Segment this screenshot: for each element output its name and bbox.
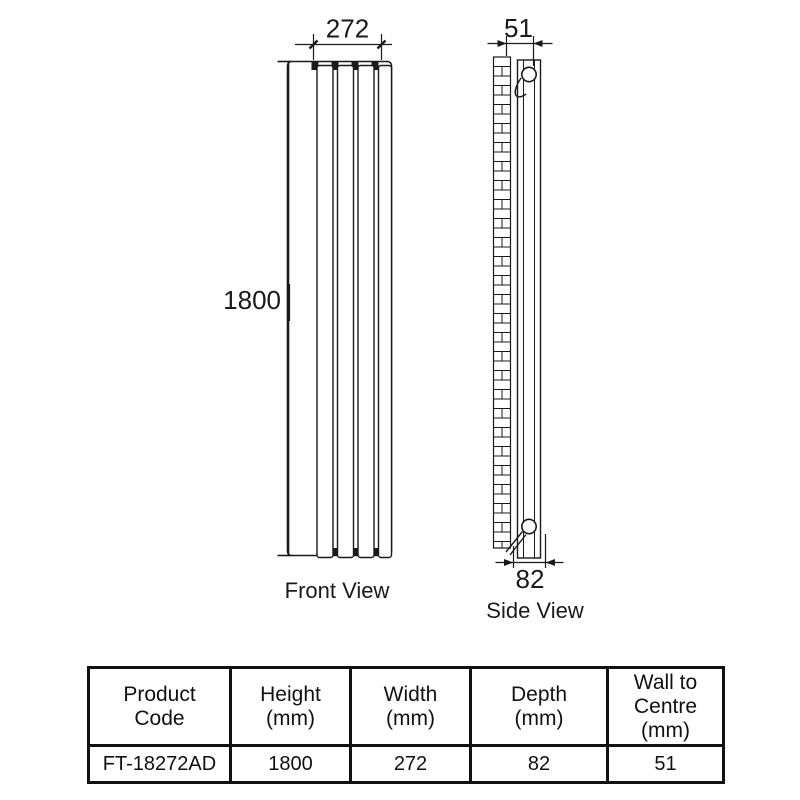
header-line: Product bbox=[123, 682, 196, 706]
header-line: Height bbox=[260, 682, 321, 706]
header-line: Wall to bbox=[633, 670, 698, 694]
side-profile-body bbox=[516, 59, 542, 559]
header-width: Width (mm) bbox=[349, 666, 472, 747]
spec-table: Product Code Height (mm) Width (mm) Dept… bbox=[87, 666, 725, 784]
front-panel-3 bbox=[357, 64, 375, 559]
bottom-bracket bbox=[505, 518, 537, 556]
depth-dimension bbox=[495, 534, 564, 568]
spec-table-value-row: FT-18272AD 1800 272 82 51 bbox=[87, 744, 725, 784]
front-panel-4 bbox=[377, 64, 393, 559]
height-dimension bbox=[277, 60, 291, 557]
header-line: Code bbox=[134, 706, 185, 730]
depth-dimension-value: 82 bbox=[516, 564, 545, 594]
cell-height: 1800 bbox=[229, 744, 352, 784]
technical-drawing: 272 1800 Front View bbox=[223, 13, 584, 623]
header-line: Depth bbox=[510, 682, 568, 706]
header-line: Width bbox=[383, 682, 438, 706]
header-height: Height (mm) bbox=[229, 666, 352, 747]
side-profile bbox=[516, 59, 542, 559]
width-dimension bbox=[295, 34, 392, 60]
panel-top-tabs bbox=[311, 62, 379, 556]
front-panel-2 bbox=[336, 64, 355, 559]
cell-product-code: FT-18272AD bbox=[87, 744, 232, 784]
header-line: (mm) bbox=[266, 706, 315, 730]
cell-depth: 82 bbox=[469, 744, 609, 784]
side-view: 51 82 Side View bbox=[486, 13, 584, 623]
header-line: (mm) bbox=[641, 718, 690, 742]
height-dimension-value: 1800 bbox=[223, 285, 281, 315]
header-depth: Depth (mm) bbox=[469, 666, 609, 747]
wall-to-centre-dimension bbox=[487, 36, 553, 66]
front-view: 272 1800 Front View bbox=[223, 14, 393, 603]
top-bracket bbox=[514, 66, 537, 98]
top-bracket-pin bbox=[520, 66, 537, 83]
cell-wall-to-centre: 51 bbox=[606, 744, 725, 784]
spec-table-header-row: Product Code Height (mm) Width (mm) Dept… bbox=[87, 666, 725, 747]
header-product-code: Product Code bbox=[87, 666, 232, 747]
header-line: Centre bbox=[633, 694, 698, 718]
front-view-label: Front View bbox=[285, 578, 390, 603]
wall-section bbox=[492, 56, 512, 549]
front-panels bbox=[316, 64, 393, 559]
front-panel-1 bbox=[316, 64, 334, 559]
side-view-label: Side View bbox=[486, 598, 584, 623]
header-line: (mm) bbox=[386, 706, 435, 730]
width-dimension-value: 272 bbox=[326, 14, 369, 44]
bottom-bracket-pin bbox=[520, 518, 537, 535]
cell-width: 272 bbox=[349, 744, 472, 784]
header-line: (mm) bbox=[514, 706, 564, 730]
header-wall-to-centre: Wall to Centre (mm) bbox=[606, 666, 725, 747]
wall-to-centre-dimension-value: 51 bbox=[504, 13, 533, 43]
